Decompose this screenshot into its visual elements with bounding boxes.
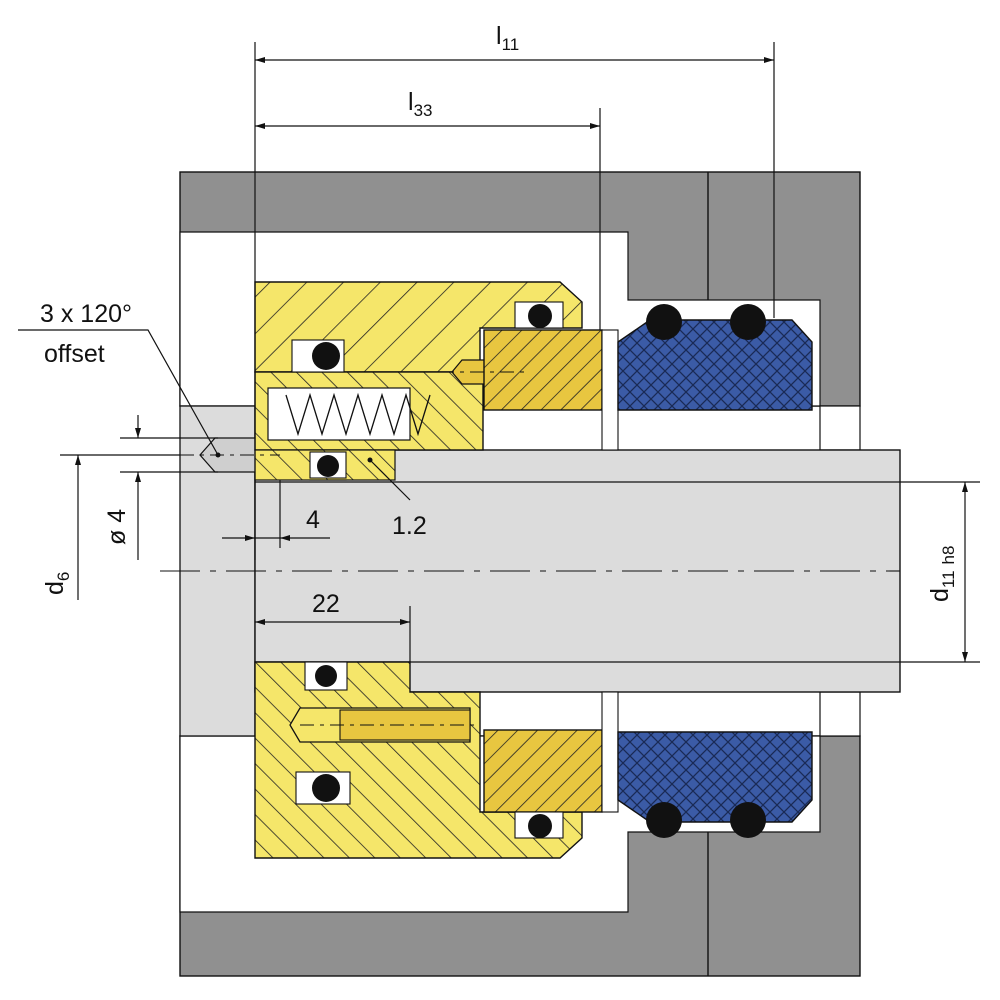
o-ring-icon <box>730 802 766 838</box>
seat-gap-top <box>601 329 619 451</box>
labels: 3 x 120° offset l11 l33 ø 4 d6 4 1.2 22 … <box>40 22 958 618</box>
label-offset-main: 3 x 120° <box>40 300 132 328</box>
label-offset-sub: offset <box>44 340 105 368</box>
label-l11: l11 <box>496 22 519 54</box>
dimensions <box>18 42 980 663</box>
rotating-face-bottom <box>483 729 603 813</box>
o-ring-icon <box>315 665 337 687</box>
label-dia4: ø 4 <box>103 509 131 545</box>
o-ring-icon <box>730 304 766 340</box>
label-d6: d6 <box>41 572 73 595</box>
o-ring-icon <box>528 814 552 838</box>
o-ring-icon <box>646 802 682 838</box>
spring-cavity <box>267 387 411 441</box>
seat-bottom <box>617 731 813 823</box>
rotating-face-top <box>483 329 603 411</box>
spring-icon <box>285 392 431 437</box>
o-ring-icon <box>528 304 552 328</box>
housing-step-top <box>819 405 861 451</box>
o-ring-icon <box>317 455 339 477</box>
o-ring-icon <box>312 774 340 802</box>
seat-top <box>617 319 813 411</box>
o-ring-icon <box>312 342 340 370</box>
seat-gap-bottom <box>601 691 619 813</box>
label-dim4: 4 <box>306 506 320 534</box>
label-ref12: 1.2 <box>392 512 427 540</box>
center-lines <box>160 371 900 726</box>
o-ring-icon <box>646 304 682 340</box>
label-l33: l33 <box>408 88 432 120</box>
housing-step-bottom <box>819 691 861 737</box>
stationary-seat <box>601 304 813 838</box>
label-d11: d11h8 <box>926 546 958 602</box>
label-dim22: 22 <box>312 590 340 618</box>
